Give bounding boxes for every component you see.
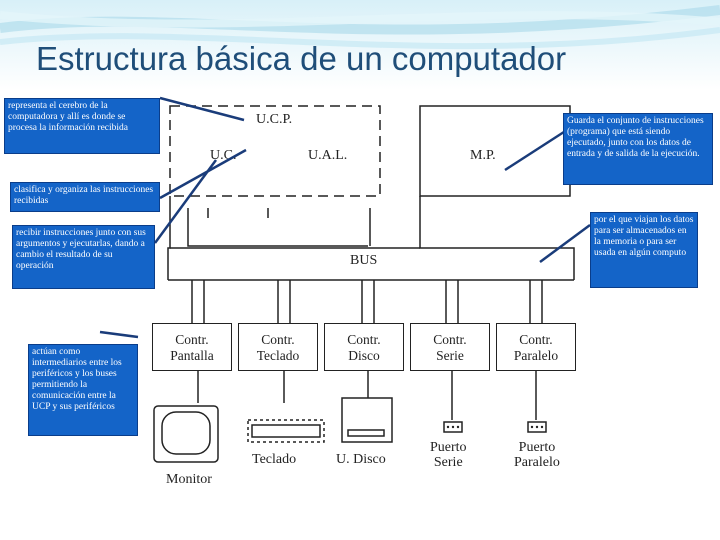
header-banner — [0, 0, 720, 90]
computer-structure-diagram: U.C.P. U.C. U.A.L. M.P. BUS Contr.Pantal… — [148, 98, 596, 498]
note-ual: recibir instrucciones junto con sus argu… — [12, 225, 155, 289]
note-ucp: representa el cerebro de la computadora … — [4, 98, 160, 154]
controller-pantalla: Contr.Pantalla — [152, 323, 232, 371]
note-mp: Guarda el conjunto de instrucciones (pro… — [563, 113, 713, 185]
bus-label: BUS — [350, 253, 378, 268]
controller-serie: Contr.Serie — [410, 323, 490, 371]
ucp-label: U.C.P. — [256, 112, 293, 127]
note-controllers: actúan como intermediarios entre los per… — [28, 344, 138, 436]
disco-label: U. Disco — [336, 452, 386, 467]
controller-teclado: Contr.Teclado — [238, 323, 318, 371]
controller-paralelo: Contr.Paralelo — [496, 323, 576, 371]
mp-label: M.P. — [470, 148, 496, 163]
monitor-label: Monitor — [166, 472, 212, 487]
teclado-label: Teclado — [252, 452, 297, 467]
note-uc: clasifica y organiza las instrucciones r… — [10, 182, 160, 212]
ual-label: U.A.L. — [308, 148, 348, 163]
uc-label: U.C. — [210, 148, 237, 163]
slide-title: Estructura básica de un computador — [36, 40, 567, 77]
note-bus: por el que viajan los datos para ser alm… — [590, 212, 698, 288]
controller-disco: Contr.Disco — [324, 323, 404, 371]
